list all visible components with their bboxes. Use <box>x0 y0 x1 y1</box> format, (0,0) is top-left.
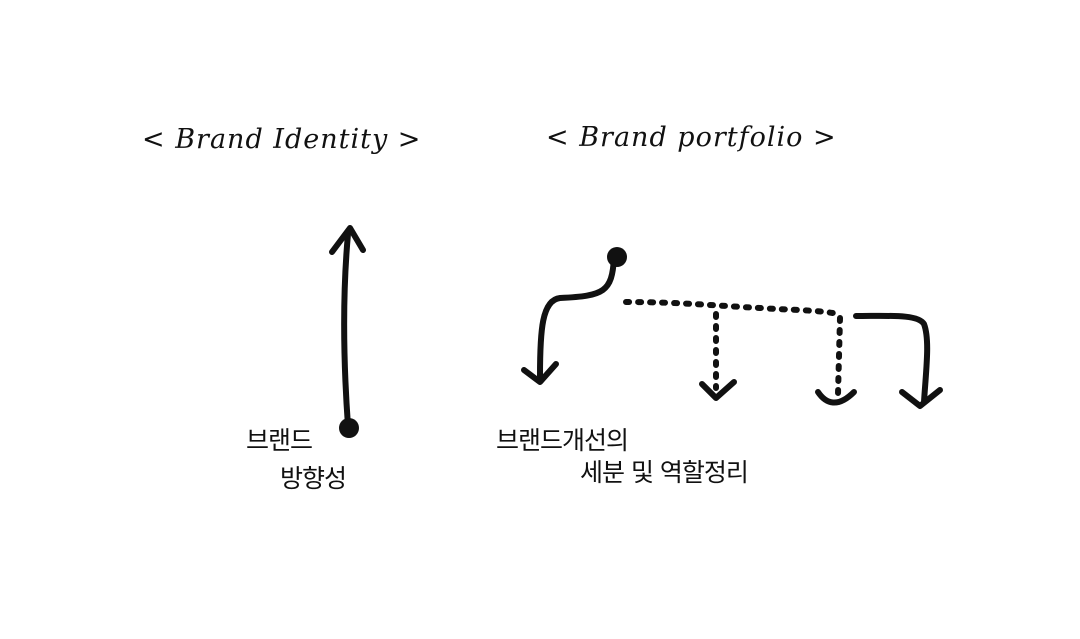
portfolio-branch-4-arrowhead <box>899 387 943 409</box>
identity-label-line1: 브랜드 <box>246 426 313 455</box>
portfolio-branch-1-arrowhead <box>521 361 559 385</box>
identity-label-line2: 방향성 <box>280 464 347 493</box>
portfolio-branch-3-line <box>835 315 843 397</box>
portfolio-dotted-connector <box>623 299 841 317</box>
portfolio-branch-1-line <box>537 255 617 379</box>
identity-origin-dot <box>339 418 359 438</box>
brand-identity-title: < Brand Identity > <box>142 124 422 155</box>
portfolio-branch-3-arrowhead <box>815 389 857 406</box>
portfolio-branch-2-arrowhead <box>699 379 737 401</box>
portfolio-label-line2: 세분 및 역할정리 <box>580 458 749 487</box>
identity-up-arrowhead <box>329 225 366 255</box>
brand-portfolio-title: < Brand portfolio > <box>546 122 837 153</box>
identity-up-arrow-shaft <box>341 231 351 429</box>
portfolio-branch-4-line <box>853 312 931 405</box>
portfolio-label-line1: 브랜드개선의 <box>496 426 629 455</box>
portfolio-origin-dot <box>607 247 627 267</box>
